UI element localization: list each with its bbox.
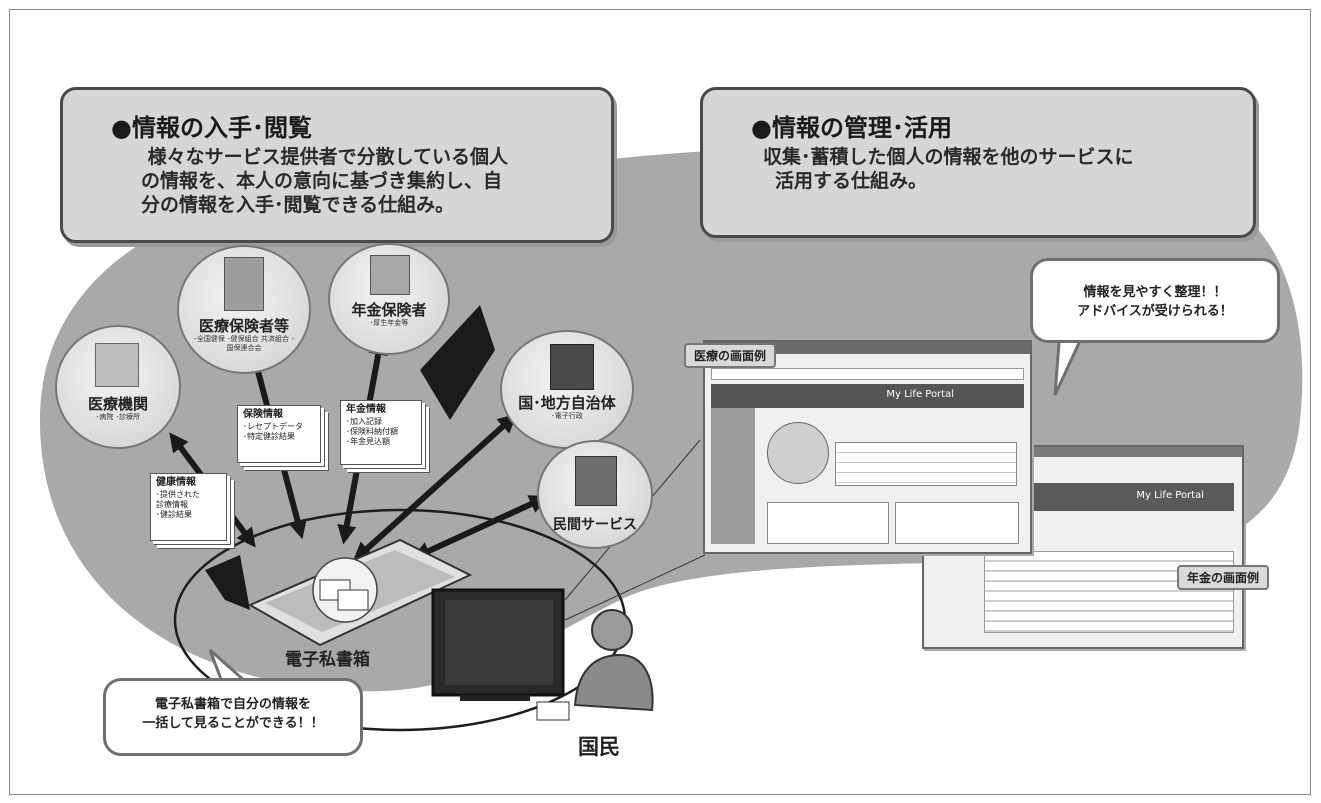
- screen-medical-sidebar: [711, 408, 755, 544]
- government-building-icon: [550, 344, 594, 390]
- doc-pension-info: 年金情報 ･加入記録 ･保険料納付額 ･年金見込額: [340, 400, 422, 465]
- node-government-sub: ･電子行政: [551, 412, 583, 420]
- node-medical-insurer: 医療保険者等 ･全国健保 ･健保組合 共済組合 ･国保連合会: [177, 245, 311, 374]
- doc-pension-line: ･年金見込額: [346, 437, 390, 446]
- screen-medical-portal: My Life Portal: [886, 389, 954, 400]
- screen-medical-chart-right: [895, 502, 1019, 544]
- screen-pension-tag: 年金の画面例: [1177, 565, 1270, 590]
- citizen-label: 国民: [578, 735, 620, 759]
- doc-insurance-line: ･レセプトデータ: [243, 422, 303, 431]
- leader-line-2: [564, 554, 706, 621]
- screen-medical-table: [835, 442, 1017, 486]
- node-pension-insurer: 年金保険者 ･厚生年金等: [328, 243, 450, 355]
- node-government-name: 国･地方自治体: [518, 394, 616, 412]
- bubble-top: 情報を見やすく整理！！ アドバイスが受けられる！: [1030, 258, 1280, 343]
- screen-pension-table: [984, 551, 1234, 633]
- private-box-illustration: [247, 538, 473, 647]
- screen-medical-chart-left: [767, 502, 889, 544]
- node-medical-institution: 医療機関 ･病院 ･診療所: [55, 325, 181, 449]
- node-medical-insurer-name: 医療保険者等: [198, 317, 289, 335]
- doc-pension-title: 年金情報: [346, 404, 386, 415]
- citizen-illustration: [536, 609, 654, 721]
- screen-medical: My Life Portal: [703, 340, 1032, 554]
- node-private-service-name: 民間サービス: [553, 517, 637, 533]
- monitor-illustration: [431, 588, 565, 701]
- right-box-line-2: 活用する仕組み。: [775, 170, 928, 192]
- dark-shape-1: [420, 305, 495, 420]
- doc-pension-line: ･保険料納付額: [346, 427, 398, 436]
- screen-pension: My Life Portal: [922, 445, 1244, 649]
- left-box-line-3: 分の情報を入手･閲覧できる仕組み。: [141, 194, 455, 216]
- office-building-icon: [224, 257, 264, 311]
- right-info-box: ●情報の管理･活用 収集･蓄積した個人の情報を他のサービスに 活用する仕組み。: [700, 87, 1256, 238]
- left-box-title: ●情報の入手･閲覧: [111, 114, 312, 142]
- screen-pension-portal: My Life Portal: [1136, 490, 1204, 501]
- node-medical-insurer-sub: ･全国健保 ･健保組合 共済組合 ･国保連合会: [193, 335, 295, 352]
- screen-medical-banner: My Life Portal: [711, 384, 1024, 408]
- doc-insurance-info: 保険情報 ･レセプトデータ ･特定健診結果: [237, 405, 321, 463]
- doc-insurance-line: ･特定健診結果: [243, 432, 295, 441]
- pension-building-icon: [370, 255, 410, 295]
- bubble-bottom-line-1: 電子私書箱で自分の情報を: [154, 697, 311, 712]
- bubble-top-line-1: 情報を見やすく整理！！: [1083, 285, 1227, 300]
- left-box-line-2: の情報を、本人の意向に基づき集約し、自: [141, 170, 503, 192]
- dark-shape-2: [205, 555, 250, 610]
- arrow-government: [352, 413, 518, 562]
- doc-health-line: ･健診結果: [156, 510, 192, 519]
- doc-pension-line: ･加入記録: [346, 417, 382, 426]
- doc-health-info: 健康情報 ･提供された 診療情報 ･健診結果: [150, 473, 227, 541]
- node-medical-institution-sub: ･病院 ･診療所: [95, 413, 141, 421]
- node-private-service: 民間サービス: [537, 440, 653, 549]
- private-building-icon: [575, 456, 617, 506]
- node-government: 国･地方自治体 ･電子行政: [500, 330, 634, 449]
- screen-medical-illustration: [767, 422, 829, 484]
- node-pension-insurer-name: 年金保険者: [351, 301, 427, 319]
- arrow-private-service: [411, 495, 549, 560]
- doc-health-title: 健康情報: [156, 477, 196, 488]
- right-box-title: ●情報の管理･活用: [751, 114, 952, 142]
- screen-medical-addressbar: [711, 368, 1024, 380]
- node-medical-institution-name: 医療機関: [87, 395, 148, 413]
- doc-insurance-title: 保険情報: [243, 409, 283, 420]
- hospital-building-icon: [95, 343, 139, 387]
- screen-medical-tag: 医療の画面例: [684, 343, 777, 368]
- node-pension-insurer-sub: ･厚生年金等: [369, 319, 409, 327]
- private-box-label: 電子私書箱: [285, 650, 370, 670]
- screen-pension-titlebar: [924, 447, 1242, 457]
- bubble-top-line-2: アドバイスが受けられる！: [1077, 304, 1233, 319]
- right-box-line-1: 収集･蓄積した個人の情報を他のサービスに: [763, 146, 1134, 168]
- left-box-line-1: 様々なサービス提供者で分散している個人: [141, 146, 509, 168]
- doc-health-line: ･提供された: [156, 490, 200, 499]
- doc-health-line: 診療情報: [156, 500, 188, 509]
- screen-medical-titlebar: [705, 342, 1030, 354]
- left-info-box: ●情報の入手･閲覧 様々なサービス提供者で分散している個人 の情報を、本人の意向…: [60, 87, 614, 243]
- bubble-bottom-line-2: 一括して見ることができる！！: [142, 716, 324, 731]
- bubble-bottom: 電子私書箱で自分の情報を 一括して見ることができる！！: [103, 678, 363, 756]
